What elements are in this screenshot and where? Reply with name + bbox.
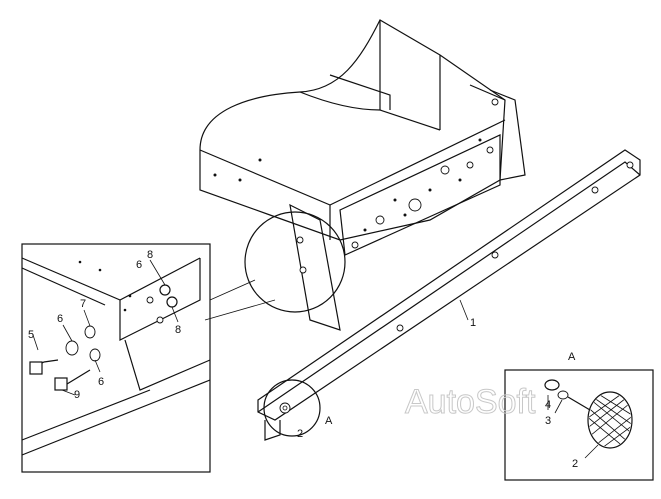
callout-9: 9 bbox=[74, 389, 80, 401]
detail-a-title: A bbox=[568, 351, 576, 363]
callout-8-a: 8 bbox=[147, 249, 153, 261]
callout-4: 4 bbox=[545, 399, 551, 411]
cab-body bbox=[199, 19, 526, 331]
detail-box-left bbox=[21, 243, 211, 473]
detail-circle-bracket bbox=[244, 211, 346, 313]
callout-2-main: 2 bbox=[297, 428, 303, 440]
detail-circle-a bbox=[263, 379, 321, 437]
callout-6-c: 6 bbox=[136, 259, 142, 271]
callout-1: 1 bbox=[470, 317, 476, 329]
callout-8-b: 8 bbox=[175, 324, 181, 336]
detail-box-right bbox=[504, 369, 654, 481]
cross-rail bbox=[257, 149, 641, 441]
callout-3: 3 bbox=[545, 415, 551, 427]
callout-7: 7 bbox=[80, 298, 86, 310]
view-ref-a: A bbox=[325, 415, 333, 427]
callout-6-b: 6 bbox=[98, 376, 104, 388]
callout-2-detail: 2 bbox=[572, 458, 578, 470]
left-detail-connector-bottom bbox=[204, 299, 276, 321]
callout-5: 5 bbox=[28, 329, 34, 341]
left-detail-connector-top bbox=[209, 279, 256, 301]
callout-6-a: 6 bbox=[57, 313, 63, 325]
watermark-text: AutoSoft bbox=[405, 383, 536, 421]
